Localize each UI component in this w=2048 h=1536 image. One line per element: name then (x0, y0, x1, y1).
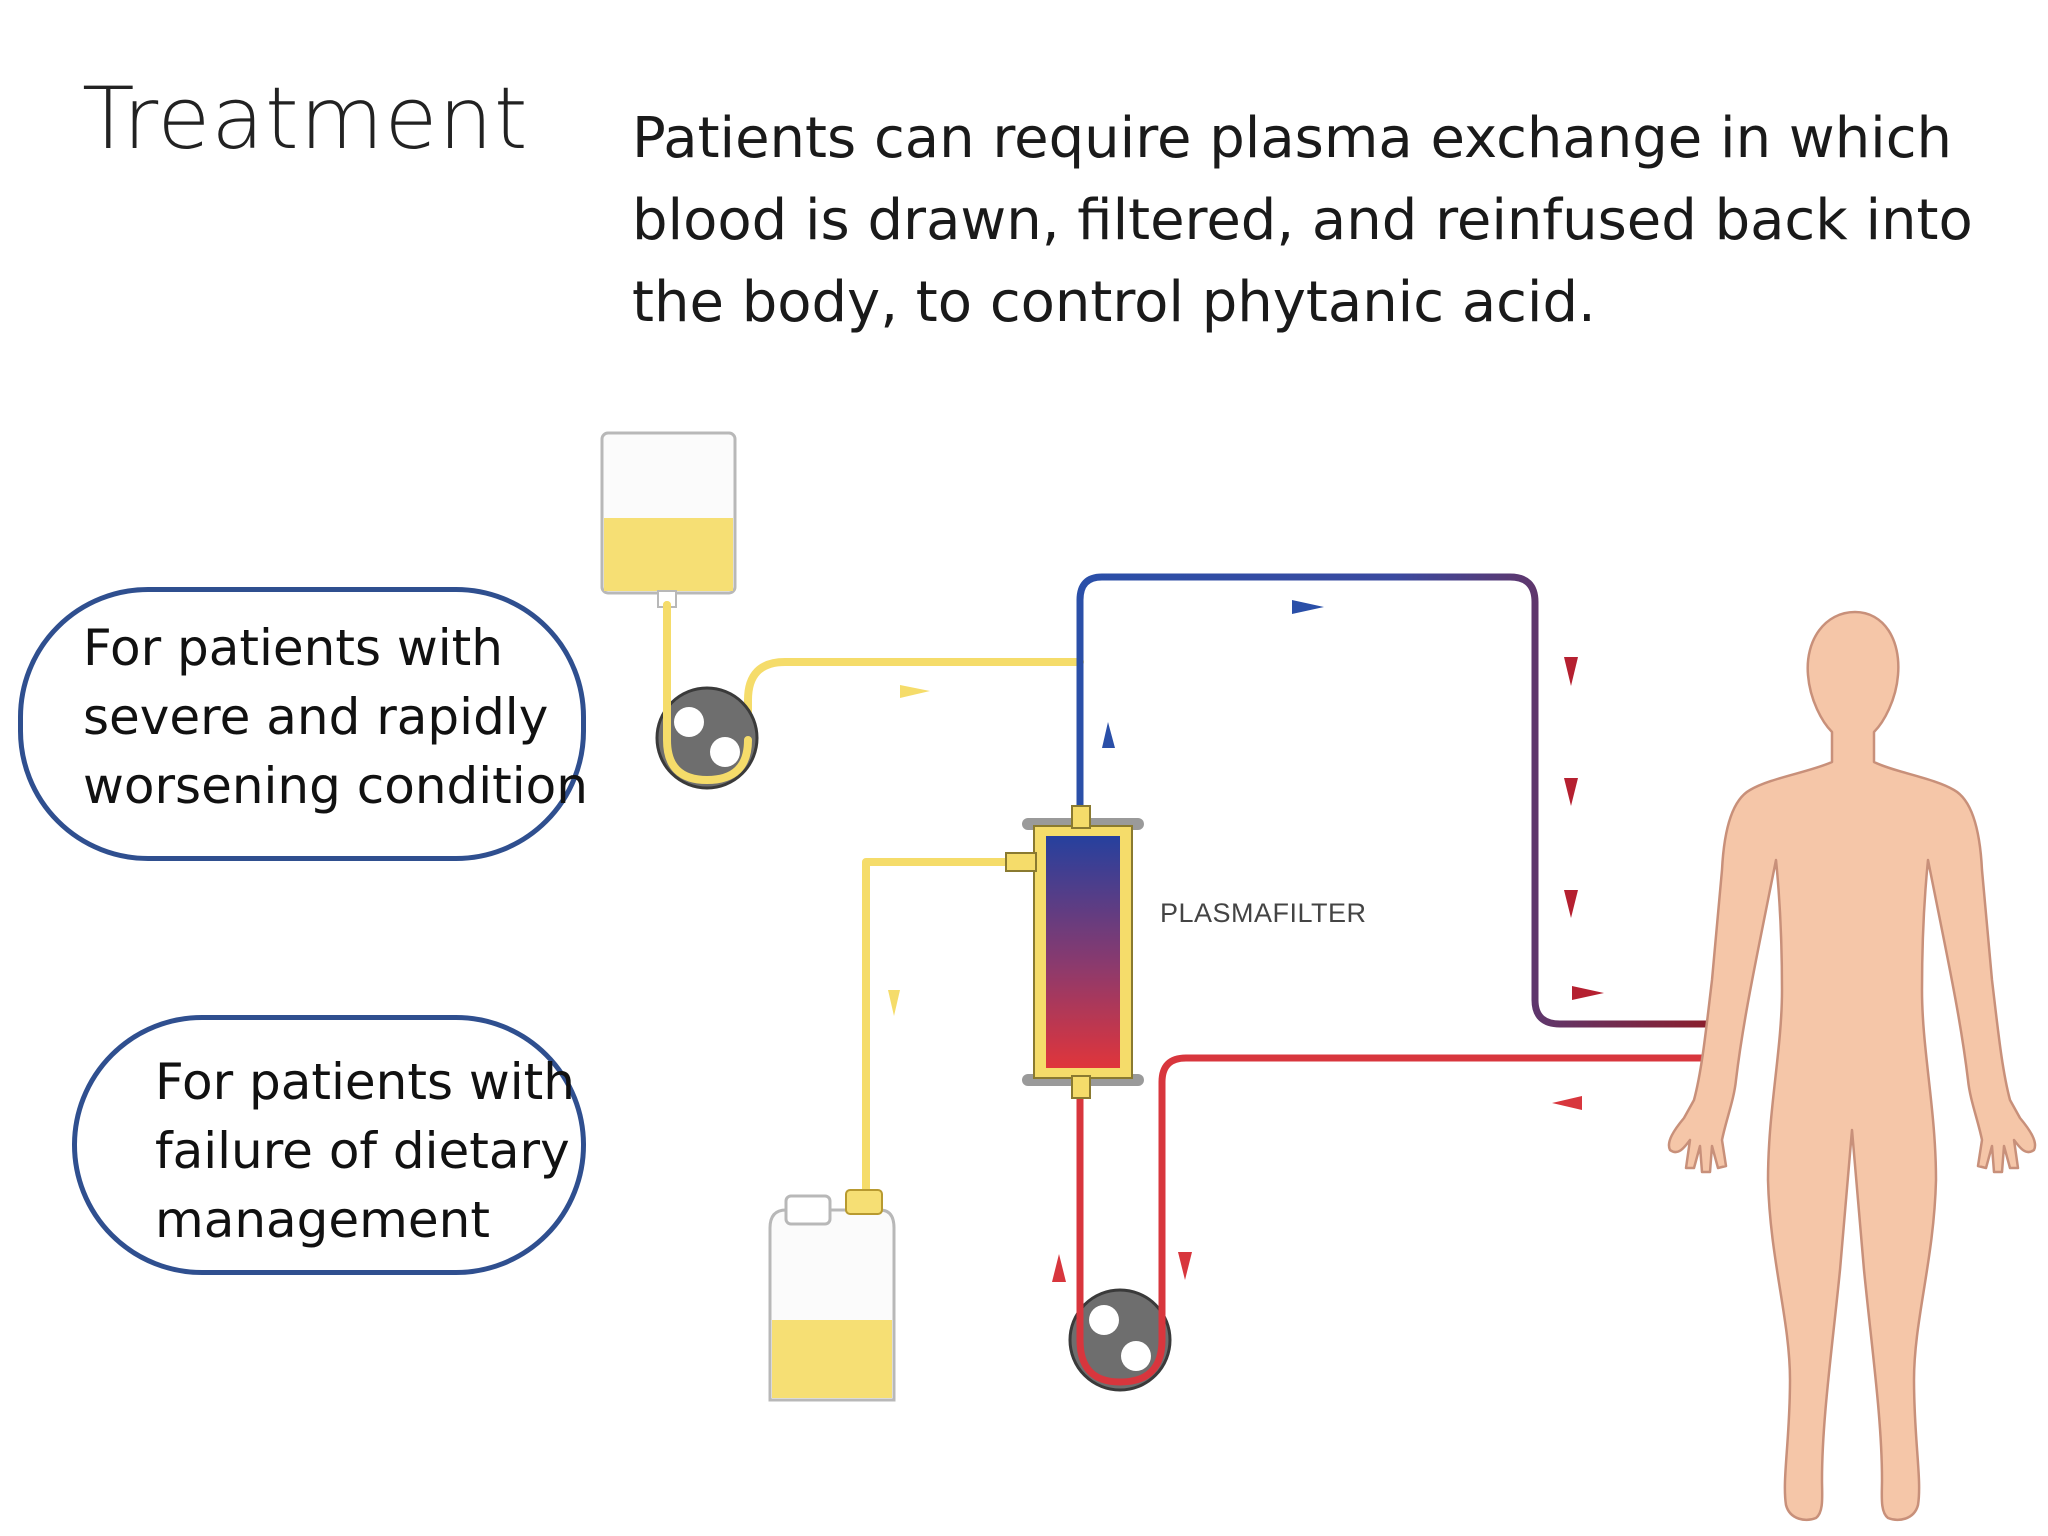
blue-flow-arrow (1292, 600, 1324, 614)
callout-line: For patients with (155, 1053, 575, 1111)
callout-line: severe and rapidly (83, 688, 549, 746)
callout-line: management (155, 1191, 490, 1249)
plasmafilter-label: PLASMAFILTER (1160, 898, 1367, 928)
callout-line: For patients with (83, 619, 503, 677)
intro-line: Patients can require plasma exchange in … (632, 106, 1953, 171)
plasmafilter: PLASMAFILTER (1005, 805, 1367, 1099)
callout-line: worsening condition (83, 757, 588, 815)
flow-arrows (888, 600, 1604, 1282)
waste-plasma-jug (768, 1189, 896, 1402)
callout-line: failure of dietary (155, 1122, 570, 1180)
blue-flow-arrow (1102, 722, 1115, 748)
blood-pump (1068, 1288, 1172, 1392)
intro-line: blood is drawn, filtered, and reinfused … (632, 188, 1973, 253)
plasma-flow-arrow (888, 990, 900, 1016)
replacement-plasma-bag (600, 431, 737, 608)
blood-draw-line (1076, 1054, 1710, 1349)
slide-title: Treatment (82, 69, 529, 169)
intro-line: the body, to control phytanic acid. (632, 270, 1596, 335)
red-flow-arrow (1564, 778, 1578, 806)
human-body (1667, 610, 2037, 1522)
red-flow-arrow (1564, 657, 1578, 686)
callout-severe-condition: For patients with severe and rapidly wor… (18, 587, 588, 861)
red-flow-arrow (1572, 986, 1604, 1000)
red-flow-arrow (1564, 890, 1578, 918)
replacement-pump (655, 601, 759, 790)
red-flow-arrow (1552, 1096, 1582, 1110)
intro-text: Patients can require plasma exchange in … (632, 98, 2012, 344)
callout-dietary-failure: For patients with failure of dietary man… (72, 1015, 586, 1275)
blood-return-line (1076, 573, 1710, 1028)
red-flow-arrow (1052, 1254, 1066, 1282)
plasma-flow-arrow (900, 685, 930, 698)
red-flow-arrow (1178, 1252, 1192, 1280)
